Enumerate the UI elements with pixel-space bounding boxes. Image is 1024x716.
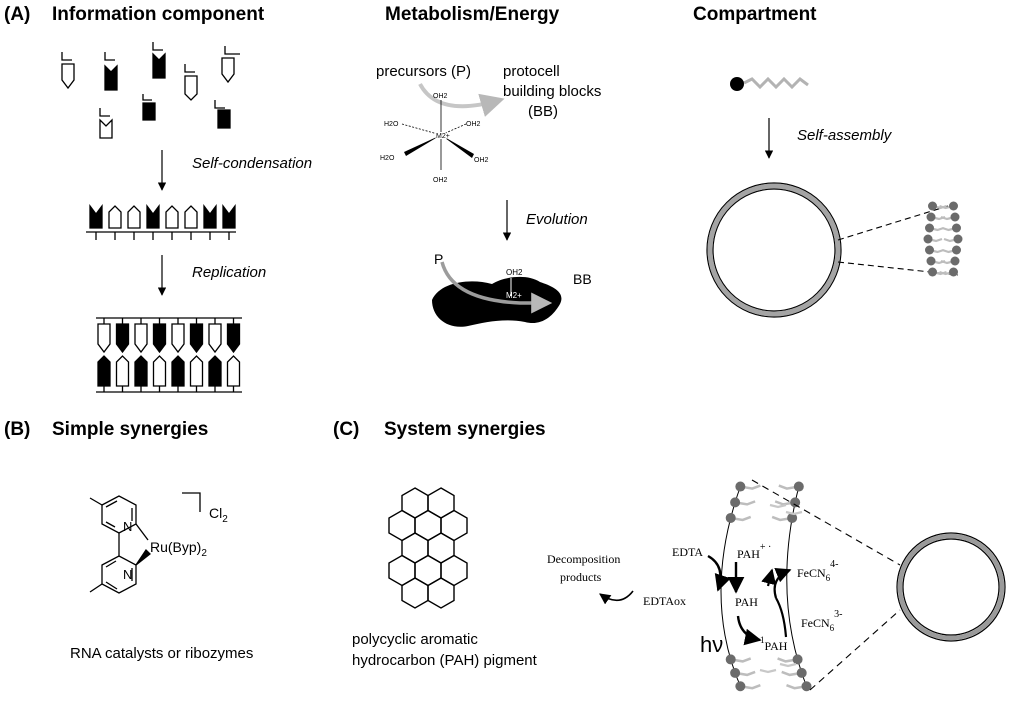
vesicle	[706, 182, 842, 318]
protocell-line1: protocell	[503, 63, 560, 80]
enzyme-metal: M2+	[506, 291, 522, 300]
pah-label: PAH	[735, 595, 758, 609]
precursor-to-bb-arrow	[418, 82, 505, 117]
panel-c-label: (C)	[333, 419, 359, 440]
metal-complex: OH2 H2O H2O OH2 OH2 OH2 M2+	[380, 93, 489, 184]
bilayer-zoom-a	[923, 201, 963, 277]
edta-label: EDTA	[672, 545, 703, 559]
membrane-inner	[786, 481, 809, 691]
pah-caption-line1: polycyclic aromatic	[352, 631, 478, 648]
fecn-red-label: FeCN63-	[801, 609, 843, 633]
panel-a-label: (A)	[4, 4, 30, 25]
protocell-line3: (BB)	[528, 103, 558, 120]
ligand-oh2-ur: OH2	[466, 121, 481, 128]
zoom-line-c-top	[751, 479, 901, 566]
free-nucleotides	[61, 42, 240, 139]
ribozymes-caption: RNA catalysts or ribozymes	[70, 645, 253, 662]
enzyme-blob: OH2 M2+	[432, 261, 562, 327]
zoom-line-c-bottom	[809, 609, 901, 691]
info-component-title: Information component	[52, 4, 265, 25]
self-condensation-label: Self-condensation	[192, 155, 312, 172]
self-assembly-label: Self-assembly	[797, 127, 893, 144]
replication-label: Replication	[192, 264, 266, 281]
pah-radical-label: PAH+ ·	[737, 542, 771, 561]
n-upper: N	[123, 519, 132, 534]
ligand-h2o-ul: H2O	[384, 121, 399, 128]
fecn-ox-label: FeCN64-	[797, 559, 839, 583]
ligand-oh2-top: OH2	[433, 93, 448, 100]
enzyme-oh2: OH2	[506, 268, 523, 277]
cl-label: Cl2	[209, 505, 228, 525]
p-label: P	[434, 251, 443, 267]
metal-center: M2+	[436, 133, 450, 140]
pah-excited-label: 1PAH	[760, 635, 788, 653]
photochem-arrows	[599, 554, 792, 646]
evolution-label: Evolution	[526, 211, 588, 228]
protocell-line2: building blocks	[503, 83, 601, 100]
amphiphile	[730, 76, 809, 91]
bb-label: BB	[573, 271, 592, 287]
pah-caption-line2: hydrocarbon (PAH) pigment	[352, 652, 538, 669]
metabolism-title: Metabolism/Energy	[385, 4, 560, 25]
replicated-duplex	[96, 317, 242, 393]
ligand-oh2-lr: OH2	[474, 157, 489, 164]
vesicle-c	[896, 532, 1006, 642]
n-lower: N	[123, 567, 132, 582]
decomp-line1: Decomposition	[547, 552, 620, 566]
condensed-chain	[86, 204, 236, 240]
edtaox-label: EDTAox	[643, 594, 686, 608]
ligand-h2o-ll: H2O	[380, 155, 395, 162]
membrane-outer	[720, 481, 743, 691]
ru-label: Ru(Byp)2	[150, 539, 207, 559]
ligand-oh2-bottom: OH2	[433, 177, 448, 184]
zoom-line-top	[837, 205, 949, 241]
bilayer-zoom-c	[725, 481, 812, 692]
compartment-title: Compartment	[693, 4, 817, 25]
decomp-line2: products	[560, 570, 602, 584]
system-synergies-title: System synergies	[384, 419, 546, 440]
panel-b-label: (B)	[4, 419, 30, 440]
hv-label: hν	[700, 632, 723, 657]
precursors-label: precursors (P)	[376, 63, 471, 80]
simple-synergies-title: Simple synergies	[52, 419, 208, 440]
ruthenium-complex	[89, 492, 201, 594]
pah-molecule	[388, 487, 468, 609]
